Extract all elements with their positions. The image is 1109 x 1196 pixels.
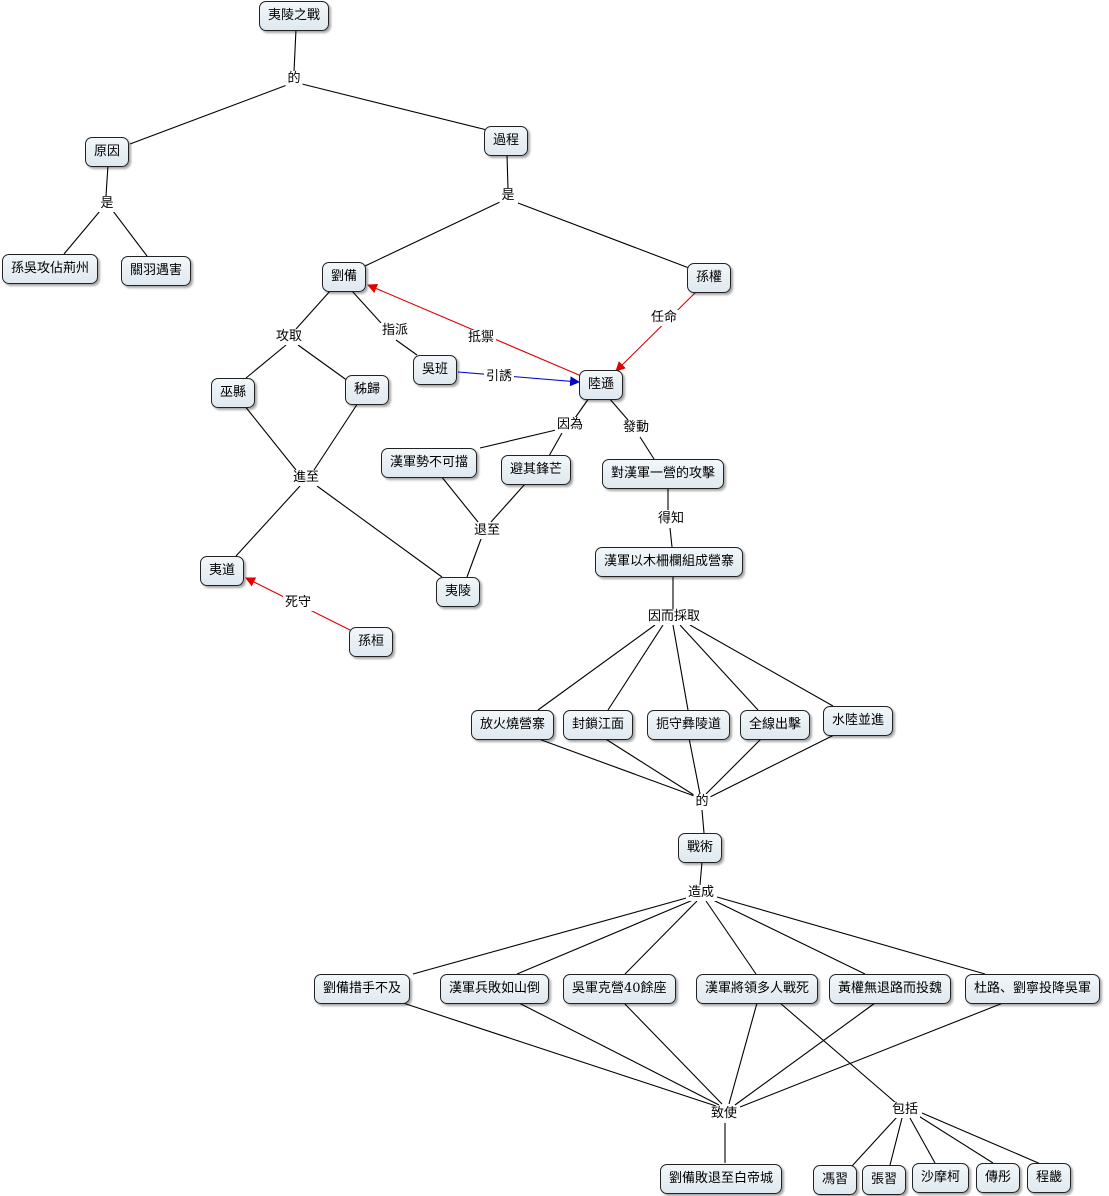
- link-label-hold-death: 死守: [282, 595, 314, 611]
- node-guanyu-killed[interactable]: 關羽遇害: [121, 256, 192, 286]
- node-cause[interactable]: 原因: [85, 137, 130, 167]
- node-fuxing[interactable]: 傳彤: [976, 1163, 1021, 1193]
- node-zhangnan[interactable]: 張習: [862, 1165, 907, 1195]
- node-wuxian[interactable]: 巫縣: [211, 378, 256, 408]
- link-label-advance-to: 進至: [290, 470, 322, 486]
- node-wood-camps[interactable]: 漢軍以木柵欄組成營寨: [595, 547, 744, 577]
- link-label-lead-to: 致使: [708, 1106, 740, 1122]
- link-label-learned: 得知: [655, 511, 687, 527]
- link-label-resist: 抵禦: [465, 330, 497, 346]
- node-liubei-caught[interactable]: 劉備措手不及: [314, 974, 411, 1004]
- link-label-launch: 發動: [620, 420, 652, 436]
- node-block-river[interactable]: 封鎖江面: [563, 710, 634, 740]
- link-label-because: 因為: [554, 417, 586, 433]
- link-label-attack-take: 攻取: [273, 329, 305, 345]
- node-sunhuan[interactable]: 孫桓: [349, 627, 394, 657]
- node-process[interactable]: 過程: [484, 126, 529, 156]
- node-huangquan-wei[interactable]: 黃權無退路而投魏: [829, 974, 952, 1004]
- node-chengji[interactable]: 程畿: [1027, 1163, 1072, 1193]
- link-label-appoint: 任命: [648, 310, 680, 326]
- link-label-cause-result: 造成: [685, 885, 717, 901]
- node-zigui[interactable]: 秭歸: [345, 375, 390, 405]
- node-sunquan[interactable]: 孫權: [687, 263, 732, 293]
- node-retreat-baidi[interactable]: 劉備敗退至白帝城: [660, 1164, 783, 1194]
- node-battle[interactable]: 夷陵之戰: [259, 1, 330, 31]
- node-fengxi[interactable]: 馮習: [813, 1165, 858, 1195]
- node-full-attack[interactable]: 全線出擊: [740, 710, 811, 740]
- node-han-collapse[interactable]: 漢軍兵敗如山倒: [440, 974, 550, 1004]
- link-label-retreat-to: 退至: [471, 523, 503, 539]
- node-yiling[interactable]: 夷陵: [436, 577, 481, 607]
- node-luxun[interactable]: 陸遜: [579, 370, 624, 400]
- node-shamoke[interactable]: 沙摩柯: [912, 1163, 970, 1193]
- link-label-dispatch: 指派: [379, 323, 411, 339]
- node-fire-camps[interactable]: 放火燒營寨: [471, 710, 555, 740]
- node-wuban[interactable]: 吳班: [413, 355, 458, 385]
- link-label-lure: 引誘: [483, 369, 515, 385]
- node-sun-attack-jingzhou[interactable]: 孫吳攻佔荊州: [2, 254, 99, 284]
- node-avoid-edge[interactable]: 避其鋒芒: [501, 455, 572, 485]
- link-label-of: 的: [693, 794, 711, 810]
- node-dulu-surrender[interactable]: 杜路、劉寧投降吳軍: [965, 974, 1101, 1004]
- node-wu-40-camps[interactable]: 吳軍克營40餘座: [563, 974, 676, 1004]
- node-liubei[interactable]: 劉備: [322, 262, 367, 292]
- node-hold-road[interactable]: 扼守彝陵道: [647, 710, 731, 740]
- node-generals-died[interactable]: 漢軍將領多人戰死: [696, 974, 819, 1004]
- link-label-is: 是: [499, 188, 517, 204]
- node-attack-one-camp[interactable]: 對漢軍一營的攻擊: [602, 459, 725, 489]
- link-label-of: 的: [285, 71, 303, 87]
- link-label-is: 是: [98, 196, 116, 212]
- link-label-include: 包括: [889, 1102, 921, 1118]
- node-land-water[interactable]: 水陸並進: [823, 706, 894, 736]
- node-han-unstoppable[interactable]: 漢軍勢不可擋: [381, 448, 478, 478]
- link-label-therefore-adopt: 因而採取: [645, 609, 703, 625]
- node-tactics[interactable]: 戰術: [678, 833, 723, 863]
- node-yidao[interactable]: 夷道: [200, 556, 245, 586]
